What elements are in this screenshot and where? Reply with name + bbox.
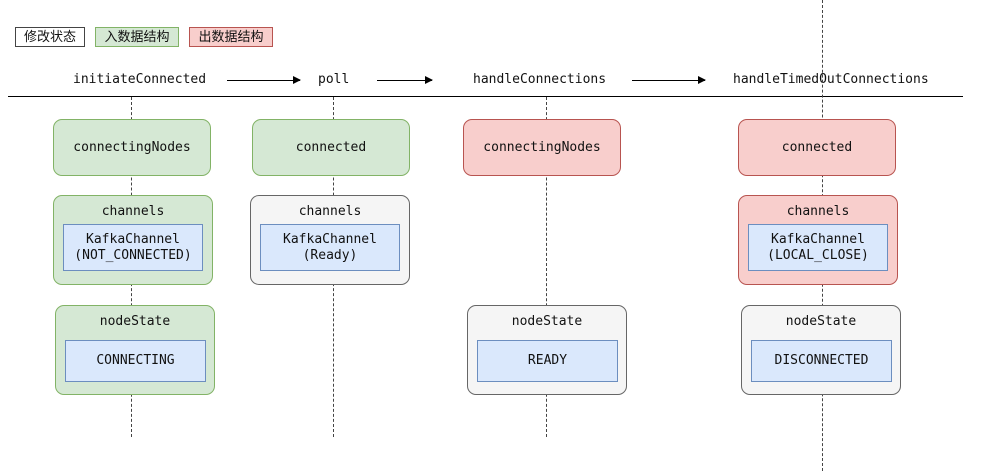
handle-nodestate-title: nodeState bbox=[511, 314, 583, 329]
timeout-channel-name: KafkaChannel bbox=[771, 231, 865, 247]
legend-modify-state: 修改状态 bbox=[15, 27, 85, 47]
timeout-connected-box: connected bbox=[738, 119, 896, 176]
phase-initiate-connected: initiateConnected bbox=[73, 72, 207, 87]
poll-channel-state: (Ready) bbox=[302, 247, 358, 263]
timeout-nodestate-box: nodeState DISCONNECTED bbox=[741, 305, 901, 395]
timeout-nodestate-value: DISCONNECTED bbox=[751, 340, 892, 382]
initiate-channel-state: (NOT_CONNECTED) bbox=[74, 247, 192, 263]
initiate-kafka-channel: KafkaChannel (NOT_CONNECTED) bbox=[63, 224, 203, 271]
handle-nodestate-value: READY bbox=[477, 340, 618, 382]
poll-connected-box: connected bbox=[252, 119, 410, 176]
timeout-channel-state: (LOCAL_CLOSE) bbox=[767, 247, 869, 263]
handle-nodestate-box: nodeState READY bbox=[467, 305, 627, 395]
timeout-channels-box: channels KafkaChannel (LOCAL_CLOSE) bbox=[738, 195, 898, 285]
lifeline-handle bbox=[546, 97, 547, 437]
initiate-channels-title: channels bbox=[101, 204, 165, 219]
handle-connecting-nodes-box: connectingNodes bbox=[463, 119, 621, 176]
phase-handle-timed-out-connections: handleTimedOutConnections bbox=[733, 72, 929, 87]
timeout-channels-title: channels bbox=[786, 204, 850, 219]
timeout-kafka-channel: KafkaChannel (LOCAL_CLOSE) bbox=[748, 224, 888, 271]
initiate-channels-box: channels KafkaChannel (NOT_CONNECTED) bbox=[53, 195, 213, 285]
legend-out-data-structure: 出数据结构 bbox=[189, 27, 273, 47]
phase-handle-connections: handleConnections bbox=[473, 72, 607, 87]
initiate-nodestate-value: CONNECTING bbox=[65, 340, 206, 382]
timeout-nodestate-title: nodeState bbox=[785, 314, 857, 329]
initiate-nodestate-title: nodeState bbox=[99, 314, 171, 329]
arrow-2 bbox=[377, 76, 433, 84]
poll-channel-name: KafkaChannel bbox=[283, 231, 377, 247]
poll-channels-title: channels bbox=[298, 204, 362, 219]
phase-poll: poll bbox=[318, 72, 350, 87]
initiate-connecting-nodes-box: connectingNodes bbox=[53, 119, 211, 176]
initiate-channel-name: KafkaChannel bbox=[86, 231, 180, 247]
arrow-3 bbox=[632, 76, 706, 84]
arrow-1 bbox=[227, 76, 301, 84]
poll-kafka-channel: KafkaChannel (Ready) bbox=[260, 224, 400, 271]
initiate-nodestate-box: nodeState CONNECTING bbox=[55, 305, 215, 395]
timeline-axis bbox=[8, 96, 963, 97]
poll-channels-box: channels KafkaChannel (Ready) bbox=[250, 195, 410, 285]
legend-in-data-structure: 入数据结构 bbox=[95, 27, 179, 47]
